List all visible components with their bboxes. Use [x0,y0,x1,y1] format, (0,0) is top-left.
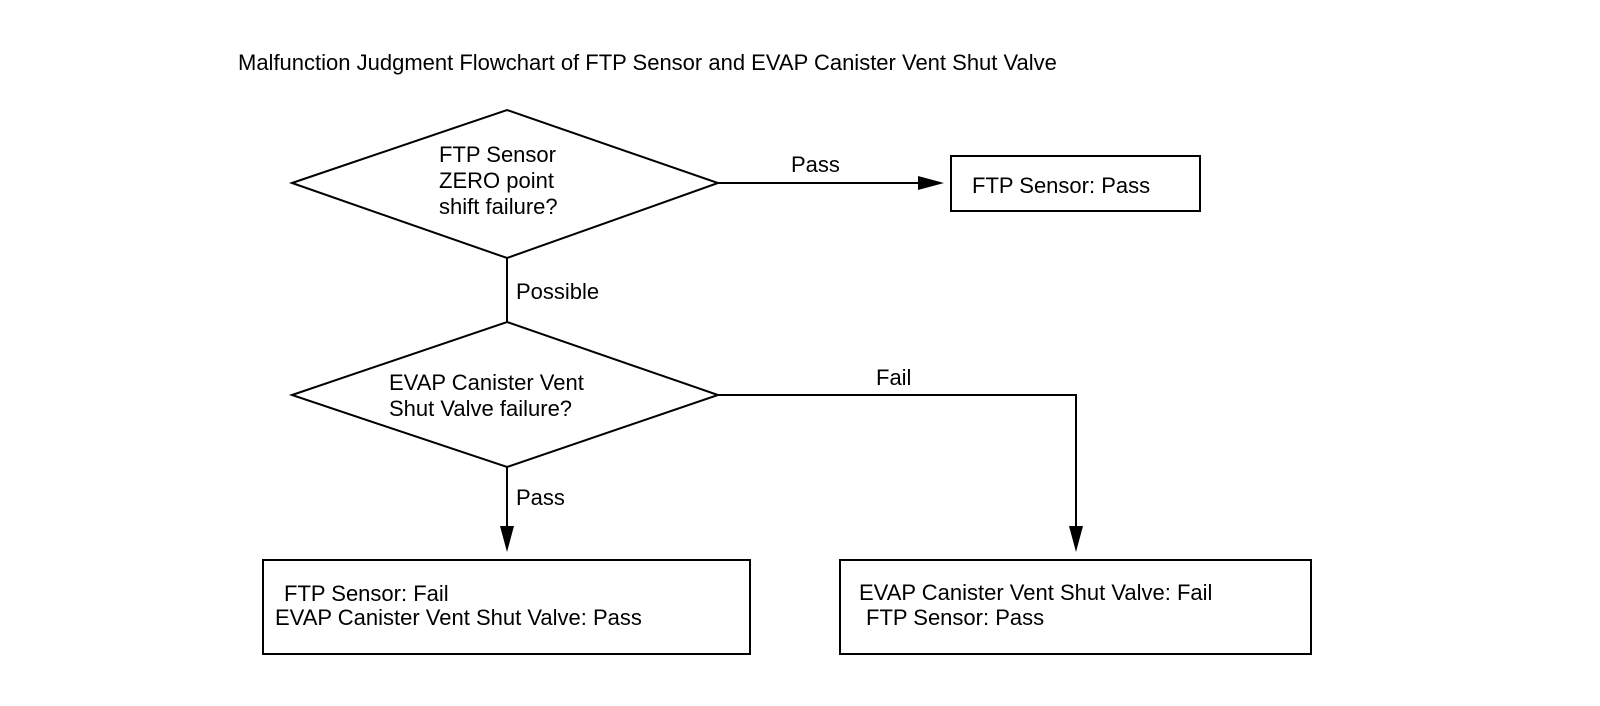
decision1-line-3: shift failure? [439,194,558,219]
result-bottom-left-line-2: EVAP Canister Vent Shut Valve: Pass [275,605,642,630]
decision-diamond-evap-vent-failure [288,320,722,469]
result-top-line-1: FTP Sensor: Pass [972,173,1150,198]
decision2-line-2: Shut Valve failure? [389,396,572,421]
result-box-ftp-pass [950,155,1201,212]
result-bottom-left-line-1: FTP Sensor: Fail [284,581,449,606]
connector-d2-to-result-right [718,394,1077,528]
arrowhead-result-right [1069,526,1083,552]
decision1-line-1: FTP Sensor [439,142,556,167]
arrowhead-result-top [918,176,944,190]
result-box-ftp-fail [262,559,751,655]
flowchart-title: Malfunction Judgment Flowchart of FTP Se… [238,50,1057,75]
edge-label-d2-fail: Fail [876,365,911,390]
decision1-line-2: ZERO point [439,168,554,193]
decision2-line-1: EVAP Canister Vent [389,370,584,395]
edge-label-d1-pass: Pass [791,152,840,177]
result-box-evap-fail [839,559,1312,655]
result-bottom-right-line-2: FTP Sensor: Pass [866,605,1044,630]
edge-label-d1-possible: Possible [516,279,599,304]
arrowhead-result-left [500,526,514,552]
edge-label-d2-pass: Pass [516,485,565,510]
decision-diamond-ftp-zero-shift [288,108,722,260]
result-bottom-right-line-1: EVAP Canister Vent Shut Valve: Fail [859,580,1212,605]
